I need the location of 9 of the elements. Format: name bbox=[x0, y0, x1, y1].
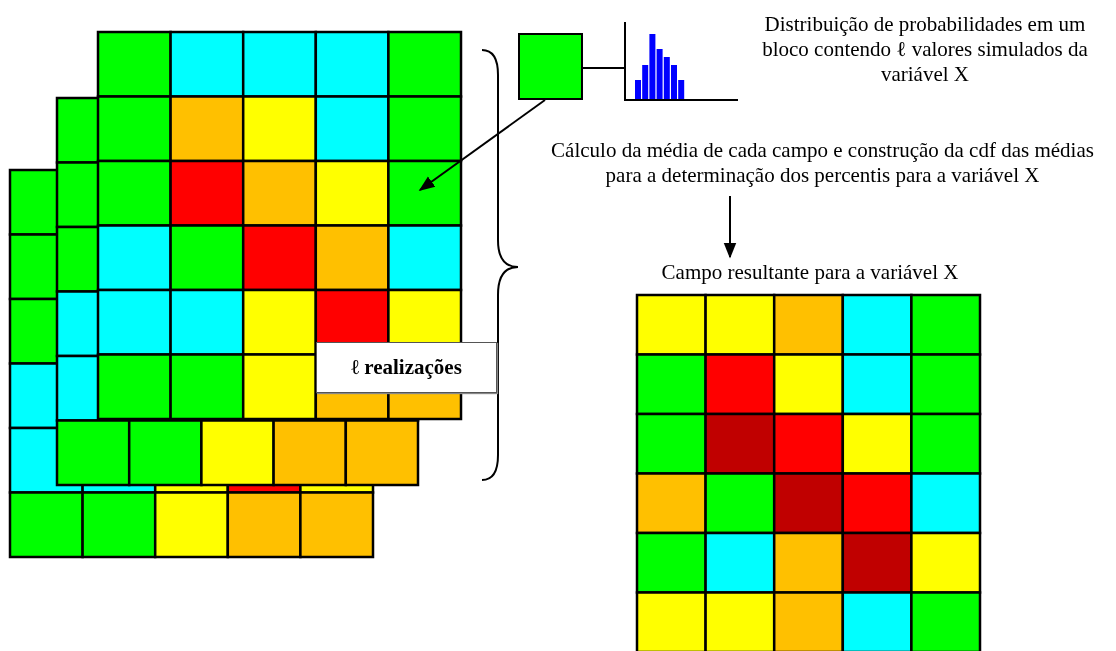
stacked-grids-drawing bbox=[8, 30, 464, 560]
connector-line bbox=[582, 67, 625, 69]
annotation-text: Distribuição de probabilidades em um bloco contendo ℓ valores simulados da variável X bbox=[761, 12, 1089, 87]
arrow bbox=[418, 99, 546, 191]
grid-title: Campo resultante para a variável X bbox=[660, 260, 960, 285]
arrow bbox=[723, 195, 737, 259]
realizations-label: ℓ realizações bbox=[316, 342, 497, 393]
process-note: Cálculo da média de cada campo e construção da cdf das médias para a determinação dos percentis para a variável X bbox=[535, 138, 1110, 188]
grid-block bbox=[518, 33, 583, 100]
